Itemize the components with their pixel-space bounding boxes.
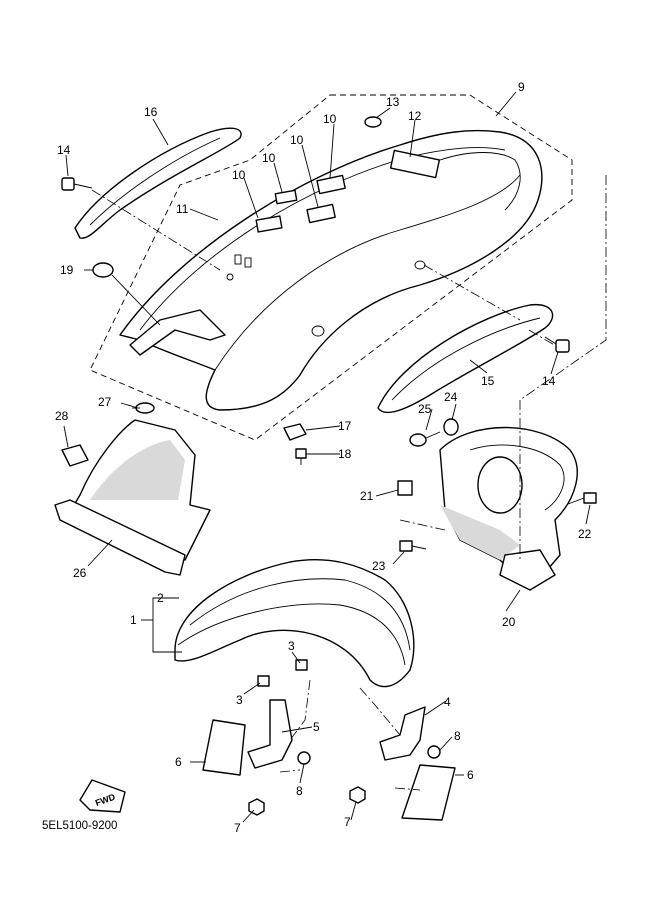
- callout-7-left: 7: [234, 821, 241, 835]
- callout-25: 25: [418, 402, 432, 416]
- callout-4: 4: [444, 695, 451, 709]
- label-decal-b: [274, 189, 298, 205]
- grab-bar-right: [377, 304, 554, 413]
- clamp: [61, 444, 89, 467]
- callout-3-right: 3: [288, 639, 295, 653]
- bolt-left: [61, 177, 93, 191]
- callout-13: 13: [386, 95, 400, 109]
- trim-clip: [132, 402, 155, 414]
- callout-7-right: 7: [344, 815, 351, 829]
- callout-2: 2: [157, 591, 164, 605]
- bolt-right: [544, 336, 570, 353]
- bolt-25: [409, 431, 441, 447]
- bolt-3-left: [257, 675, 270, 687]
- front-fender: [174, 559, 415, 688]
- callout-6-right: 6: [467, 768, 474, 782]
- callout-15: 15: [481, 374, 495, 388]
- callout-27: 27: [98, 395, 112, 409]
- screw-center: [295, 448, 307, 465]
- label-decal-a: [255, 215, 283, 233]
- bolt-23: [399, 540, 427, 552]
- emblem: [389, 149, 441, 179]
- grab-bar-left: [74, 127, 242, 239]
- washer-13: [364, 116, 382, 128]
- label-decal-d: [316, 174, 346, 195]
- inner-flap: [54, 419, 211, 576]
- callout-21: 21: [360, 489, 374, 503]
- callout-17: 17: [338, 419, 352, 433]
- callout-14-left: 14: [57, 143, 71, 157]
- callout-14-right: 14: [542, 374, 556, 388]
- tail-bracket: [439, 426, 578, 591]
- callout-10-c: 10: [290, 133, 304, 147]
- nut-right: [349, 786, 366, 804]
- cable-clip: [443, 418, 459, 436]
- assembly-outline-rear: [89, 94, 573, 441]
- collar-left: [297, 751, 311, 765]
- callout-26: 26: [73, 566, 87, 580]
- callout-5: 5: [313, 720, 320, 734]
- reflector-left: [202, 719, 246, 776]
- callout-8-right: 8: [454, 729, 461, 743]
- nut-clip: [397, 480, 413, 496]
- stay-left: [247, 699, 293, 769]
- callout-10-d: 10: [323, 112, 337, 126]
- grommet: [92, 262, 114, 278]
- callout-1: 1: [130, 613, 137, 627]
- callout-12: 12: [408, 109, 422, 123]
- callout-16: 16: [144, 105, 158, 119]
- callout-28: 28: [55, 409, 69, 423]
- callout-10-b: 10: [262, 151, 276, 165]
- leader-lines: [63, 91, 591, 823]
- callout-8-left: 8: [296, 784, 303, 798]
- callout-24: 24: [444, 390, 458, 404]
- callout-3-left: 3: [236, 693, 243, 707]
- reflector-right: [401, 764, 456, 821]
- callout-18: 18: [338, 447, 352, 461]
- callout-19: 19: [60, 263, 74, 277]
- assembly-lines: [91, 175, 607, 791]
- callout-10-a: 10: [232, 168, 246, 182]
- callout-11: 11: [176, 202, 189, 216]
- callout-20: 20: [502, 615, 516, 629]
- screw-22: [567, 492, 597, 505]
- label-decal-c: [306, 203, 336, 224]
- collar-right: [427, 745, 441, 759]
- stay-right: [379, 706, 426, 761]
- fwd-arrow-icon: FWD: [79, 779, 126, 813]
- bolt-3-right: [295, 659, 308, 671]
- callout-6-left: 6: [175, 755, 182, 769]
- callout-22: 22: [578, 527, 592, 541]
- rear-fender: [119, 129, 543, 411]
- callout-9: 9: [518, 80, 525, 94]
- callout-23: 23: [372, 559, 386, 573]
- clip: [283, 423, 307, 441]
- drawing-code: 5EL5100-9200: [42, 820, 117, 832]
